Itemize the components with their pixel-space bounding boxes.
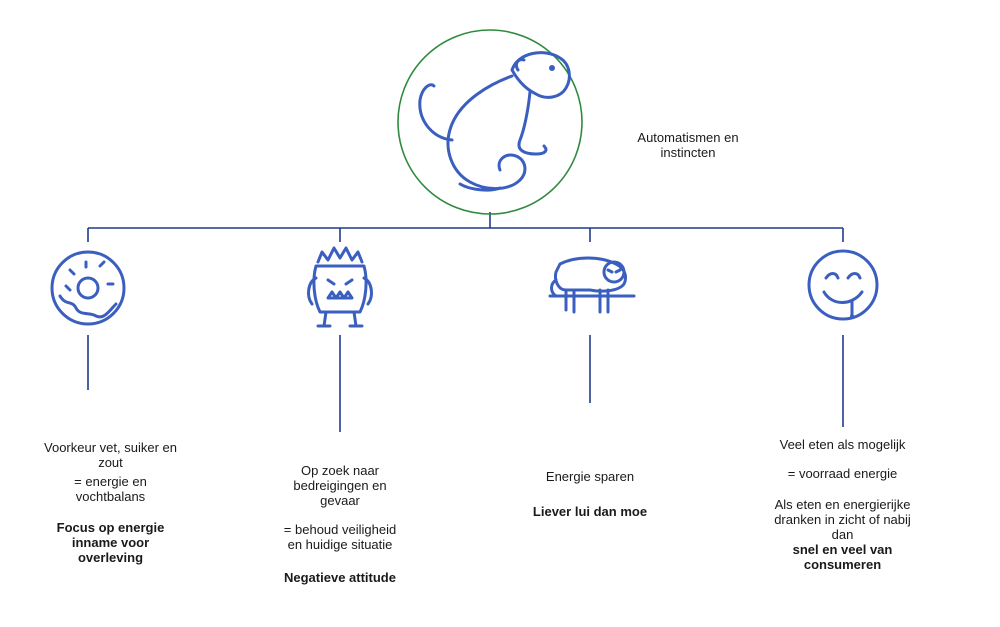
branch-3-bold: Liever lui dan moe (532, 504, 648, 519)
branch-2-line2: = behoud veiligheid en huidige situatie (283, 522, 397, 552)
branch-1-bold: Focus op energie inname voor overleving (56, 520, 165, 565)
root-label: Automatismen en instincten (637, 130, 739, 160)
branch-1-text: Voorkeur vet, suiker en zout = energie e… (43, 440, 178, 565)
branch-1-line1: Voorkeur vet, suiker en zout (44, 440, 177, 470)
monster-icon (307, 246, 373, 328)
branch-2-bold: Negatieve attitude (284, 570, 396, 585)
branch-1-line2: = energie en vochtbalans (74, 474, 147, 504)
branch-4-line2: = voorraad energie (787, 466, 898, 481)
branch-3-line1: Energie sparen (545, 469, 635, 484)
branch-2-line1: Op zoek naar bedreigingen en gevaar (293, 463, 387, 508)
sloth-icon (548, 256, 636, 314)
branch-4-line3: Als eten en energierijke dranken in zich… (774, 497, 911, 542)
monkey-icon (418, 51, 571, 192)
connectors (87, 212, 844, 432)
branch-4-bold: snel en veel van consumeren (792, 542, 893, 572)
branch-3-text: Energie sparen Liever lui dan moe (510, 469, 670, 519)
branch-2-text: Op zoek naar bedreigingen en gevaar = be… (275, 463, 405, 585)
branch-4-text: Veel eten als mogelijk = voorraad energi… (770, 437, 915, 572)
branch-4-line1: Veel eten als mogelijk (779, 437, 906, 452)
drooling-face-icon (807, 249, 879, 321)
donut-icon (50, 250, 126, 326)
root-circle (397, 29, 583, 215)
